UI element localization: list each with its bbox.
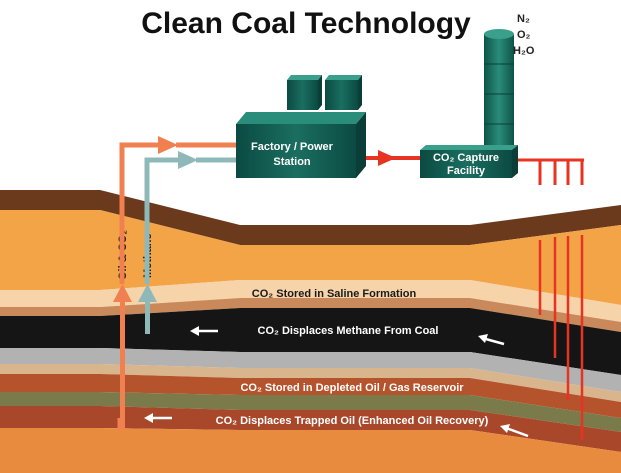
stack-gas-o2: O₂ [517,29,531,41]
orange-earth-layer [0,210,621,305]
coal-input-line [119,142,160,284]
tan-layer [0,364,621,402]
light-brown-layer [0,298,621,332]
methane-supply-arrow-icon [178,151,198,169]
co2-capture-facility [420,145,518,178]
methane-up-arrow-icon [138,284,157,302]
stack-gas-h2o: H₂O [513,45,535,57]
factory-label-line-2: Station [273,156,311,168]
coal-flow-arrow-right-icon [478,334,505,346]
factory-label-line-1: Factory / Power [251,141,334,153]
methane-well [145,298,150,334]
stack-gas-n2: N₂ [517,13,530,25]
methane-supply-line [144,157,180,284]
diagram-title: Clean Coal Technology [141,7,471,40]
coal-flow-arrow-left-icon [190,326,218,336]
depleted-reservoir-label: CO₂ Stored in Depleted Oil / Gas Reservo… [240,382,464,394]
coal-input-arrow-icon [158,136,178,154]
oil-flow-arrow-left-icon [144,413,172,423]
capture-label-line-1: CO₂ Capture [433,152,499,164]
factory-building [236,75,366,178]
coal-methane-label: CO₂ Displaces Methane From Coal [258,325,439,337]
saline-formation-label: CO₂ Stored in Saline Formation [252,288,417,300]
saline-formation-layer [0,280,621,322]
oil-co2-up-arrow-icon [113,284,132,302]
olive-layer [0,392,621,432]
grey-layer [0,348,621,392]
co2-to-capture-arrow-icon [378,150,396,166]
surface-band [0,190,621,245]
oil-flow-arrow-right-icon [500,424,529,438]
depleted-reservoir-layer [0,374,621,418]
capture-label-line-2: Facility [447,165,486,177]
bottom-earth-layer [0,428,621,473]
smokestack [484,29,514,154]
coal-seam-layer [0,308,621,375]
enhanced-recovery-label: CO₂ Displaces Trapped Oil (Enhanced Oil … [216,415,489,427]
oil-co2-well [120,298,125,428]
